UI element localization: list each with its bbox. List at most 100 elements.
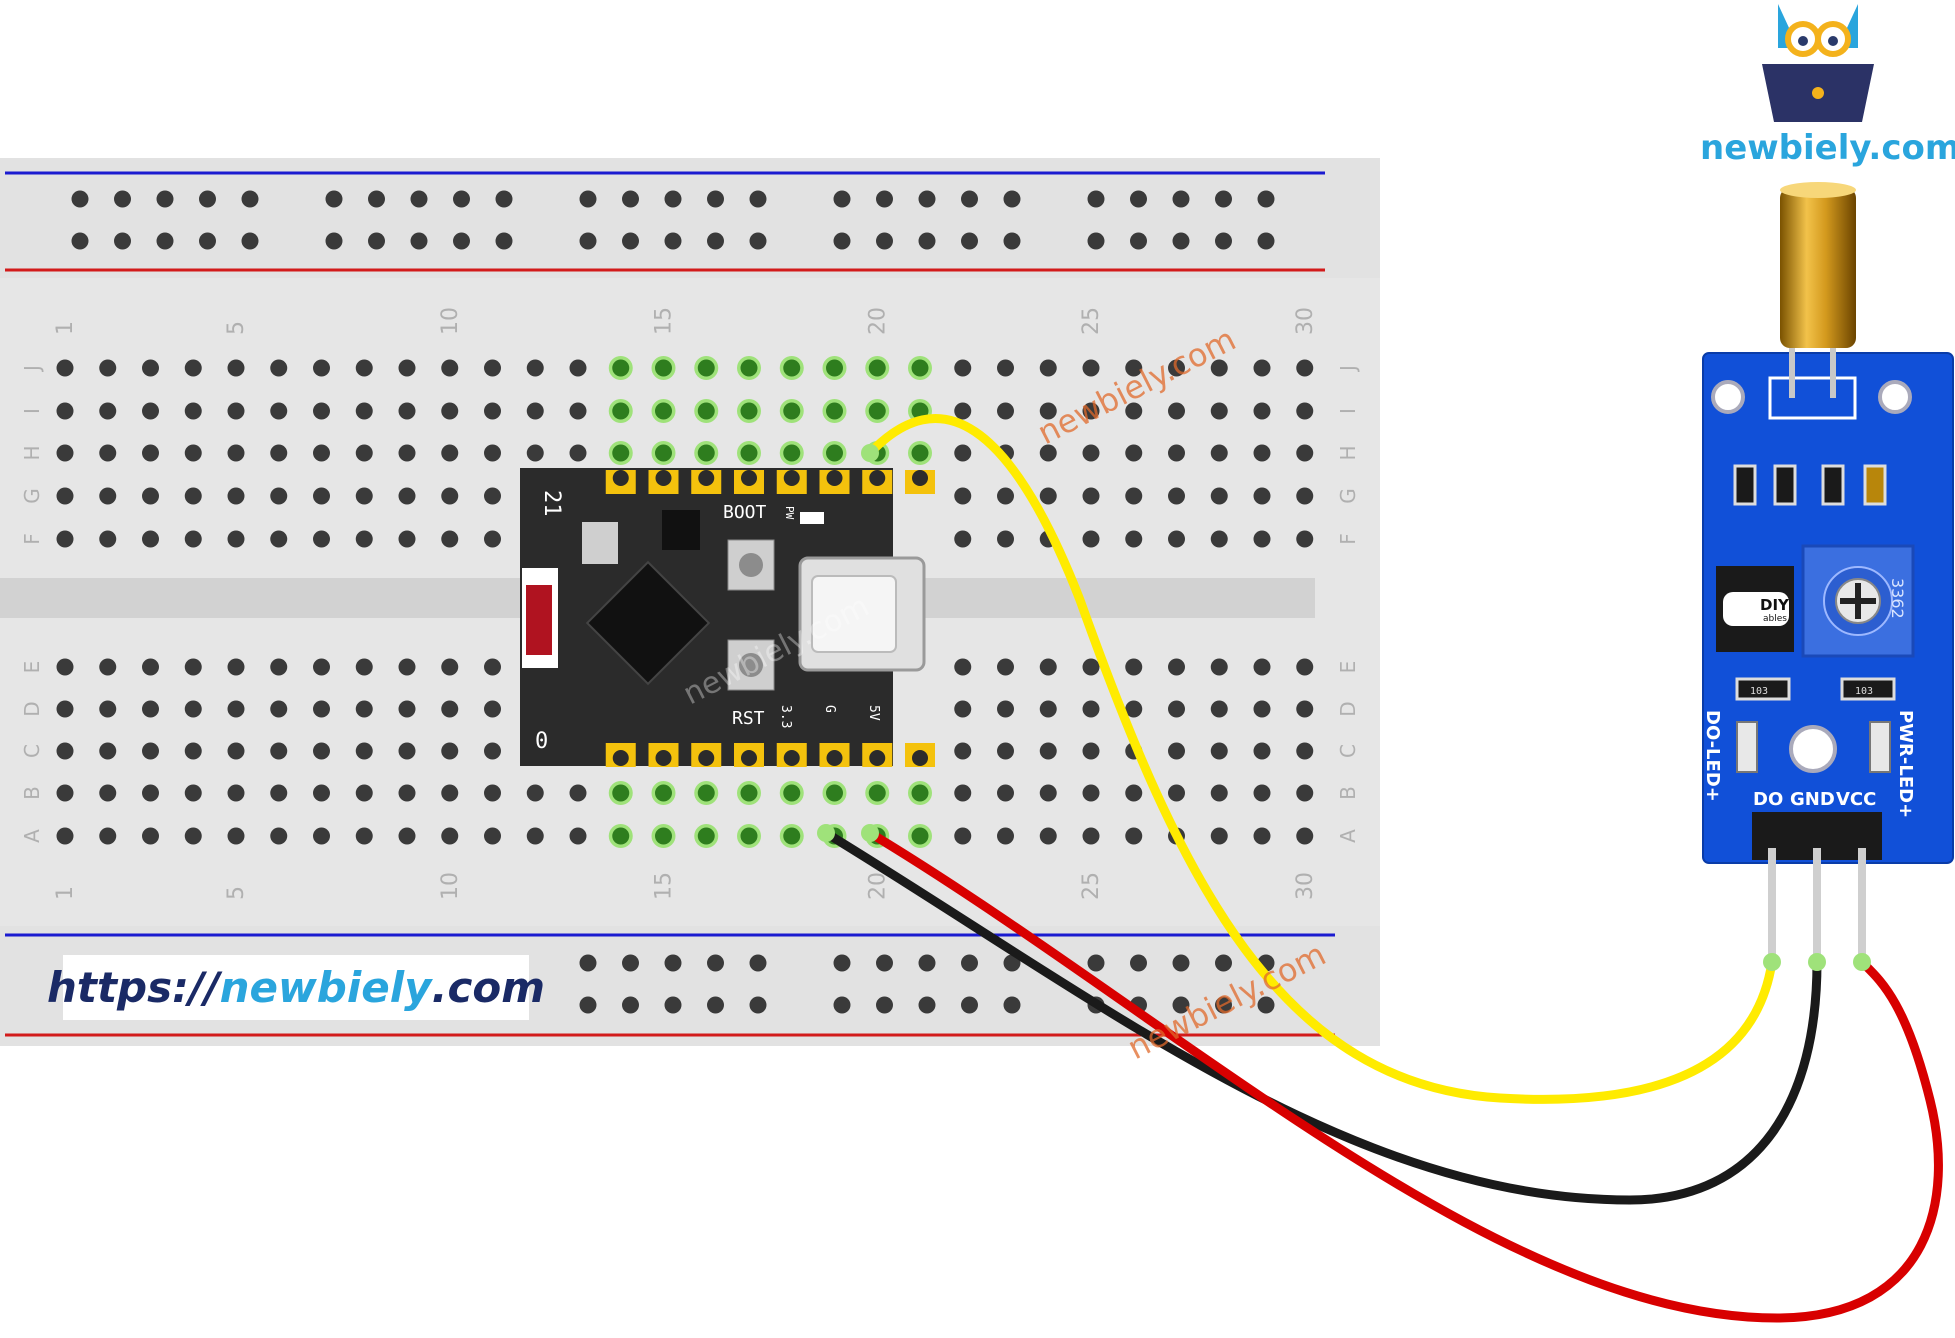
breadboard-hole	[227, 359, 245, 377]
breadboard-hole	[142, 742, 159, 760]
breadboard-hole	[99, 784, 117, 802]
breadboard-hole	[99, 444, 117, 462]
rail-hole	[1257, 996, 1275, 1014]
breadboard-hole	[569, 359, 587, 377]
breadboard-hole	[398, 827, 416, 845]
pwr-label: PW	[783, 506, 796, 520]
rail-hole	[199, 190, 216, 208]
breadboard-hole	[355, 827, 373, 845]
breadboard-hole	[56, 827, 74, 845]
column-number: 25	[1079, 307, 1104, 335]
boot-button[interactable]	[727, 539, 775, 591]
breadboard-hole	[184, 700, 202, 718]
breadboard-hole	[484, 359, 501, 377]
smd-resistor-2	[1773, 464, 1797, 506]
breadboard-hole	[1039, 402, 1057, 420]
breadboard-hole	[1296, 742, 1314, 760]
breadboard-hole	[313, 827, 330, 845]
breadboard-hole	[997, 827, 1014, 845]
center-mount-hole	[1789, 725, 1837, 773]
breadboard-hole	[313, 658, 330, 676]
breadboard-hole	[184, 742, 202, 760]
website-url[interactable]: https://newbiely.com	[47, 955, 545, 1020]
breadboard-hole	[142, 359, 159, 377]
column-number: 10	[438, 307, 463, 335]
mcu-pin-hole	[741, 470, 757, 486]
rail-hole	[1172, 190, 1190, 208]
breadboard-hole	[1168, 700, 1185, 718]
brand-logo-text: newbiely.com	[1700, 128, 1955, 168]
breadboard-hole	[826, 784, 843, 802]
breadboard-hole	[313, 784, 330, 802]
resistor-right-label: 103	[1855, 686, 1873, 697]
breadboard-hole	[142, 402, 159, 420]
ic-brand: DIY	[1760, 596, 1790, 614]
column-number: 15	[652, 307, 677, 335]
rail-hole	[961, 996, 978, 1014]
breadboard-hole	[99, 700, 117, 718]
breadboard-hole	[227, 487, 245, 505]
breadboard-hole	[184, 530, 202, 548]
breadboard-hole	[313, 444, 330, 462]
ic-logo-box	[1723, 592, 1789, 626]
mcu-pin-hole	[783, 470, 800, 486]
breadboard-hole	[99, 658, 117, 676]
breadboard-hole	[526, 402, 544, 420]
rail-hole	[241, 190, 259, 208]
breadboard-hole	[569, 784, 587, 802]
breadboard-hole	[270, 658, 288, 676]
breadboard-hole	[1296, 658, 1314, 676]
rail-hole	[325, 232, 343, 250]
breadboard-hole	[270, 359, 288, 377]
rail-hole	[1172, 232, 1190, 250]
breadboard-hole	[355, 658, 373, 676]
breadboard-hole	[569, 827, 587, 845]
row-letter: F	[20, 533, 44, 545]
row-letter: B	[1336, 786, 1360, 800]
breadboard-hole	[1082, 827, 1100, 845]
mount-hole-right	[1878, 380, 1912, 414]
regulator-chip	[662, 510, 700, 550]
breadboard-hole	[355, 359, 373, 377]
mcu-pin-hole	[869, 750, 886, 766]
breadboard-hole	[99, 530, 117, 548]
row-letter: C	[20, 744, 44, 758]
row-letter: A	[1336, 829, 1360, 843]
breadboard-hole	[398, 359, 416, 377]
breadboard-hole	[227, 658, 245, 676]
rail-hole	[579, 996, 597, 1014]
breadboard-hole	[1253, 827, 1271, 845]
pin-label-do: DO	[1753, 789, 1783, 810]
breadboard-hole	[655, 359, 672, 377]
rail-hole	[495, 190, 513, 208]
breadboard-hole	[99, 402, 117, 420]
breadboard-hole	[826, 402, 843, 420]
breadboard-hole	[526, 359, 544, 377]
breadboard-hole	[569, 402, 587, 420]
breadboard-hole	[1210, 742, 1228, 760]
breadboard-hole	[56, 700, 74, 718]
wire-signal	[865, 414, 1777, 1104]
breadboard-hole	[1125, 827, 1143, 845]
breadboard-hole	[612, 359, 630, 377]
breadboard-hole	[1210, 487, 1228, 505]
breadboard-hole	[612, 827, 630, 845]
url-suffix: .com	[431, 963, 545, 1012]
rail-hole	[410, 190, 428, 208]
breadboard-hole	[954, 742, 972, 760]
reset-button-cap[interactable]	[739, 653, 763, 677]
breadboard-hole	[526, 784, 544, 802]
breadboard-hole	[270, 742, 288, 760]
boot-button-cap[interactable]	[739, 553, 763, 577]
mcu-pin-hole	[612, 750, 629, 766]
pin-label-vcc: VCC	[1836, 789, 1876, 810]
breadboard-hole	[441, 742, 459, 760]
breadboard-hole	[1125, 487, 1143, 505]
breadboard-hole	[441, 402, 459, 420]
breadboard-hole	[99, 487, 117, 505]
power-led	[800, 512, 824, 524]
breadboard-hole	[526, 827, 544, 845]
breadboard-hole	[740, 444, 758, 462]
column-number: 20	[865, 307, 890, 335]
